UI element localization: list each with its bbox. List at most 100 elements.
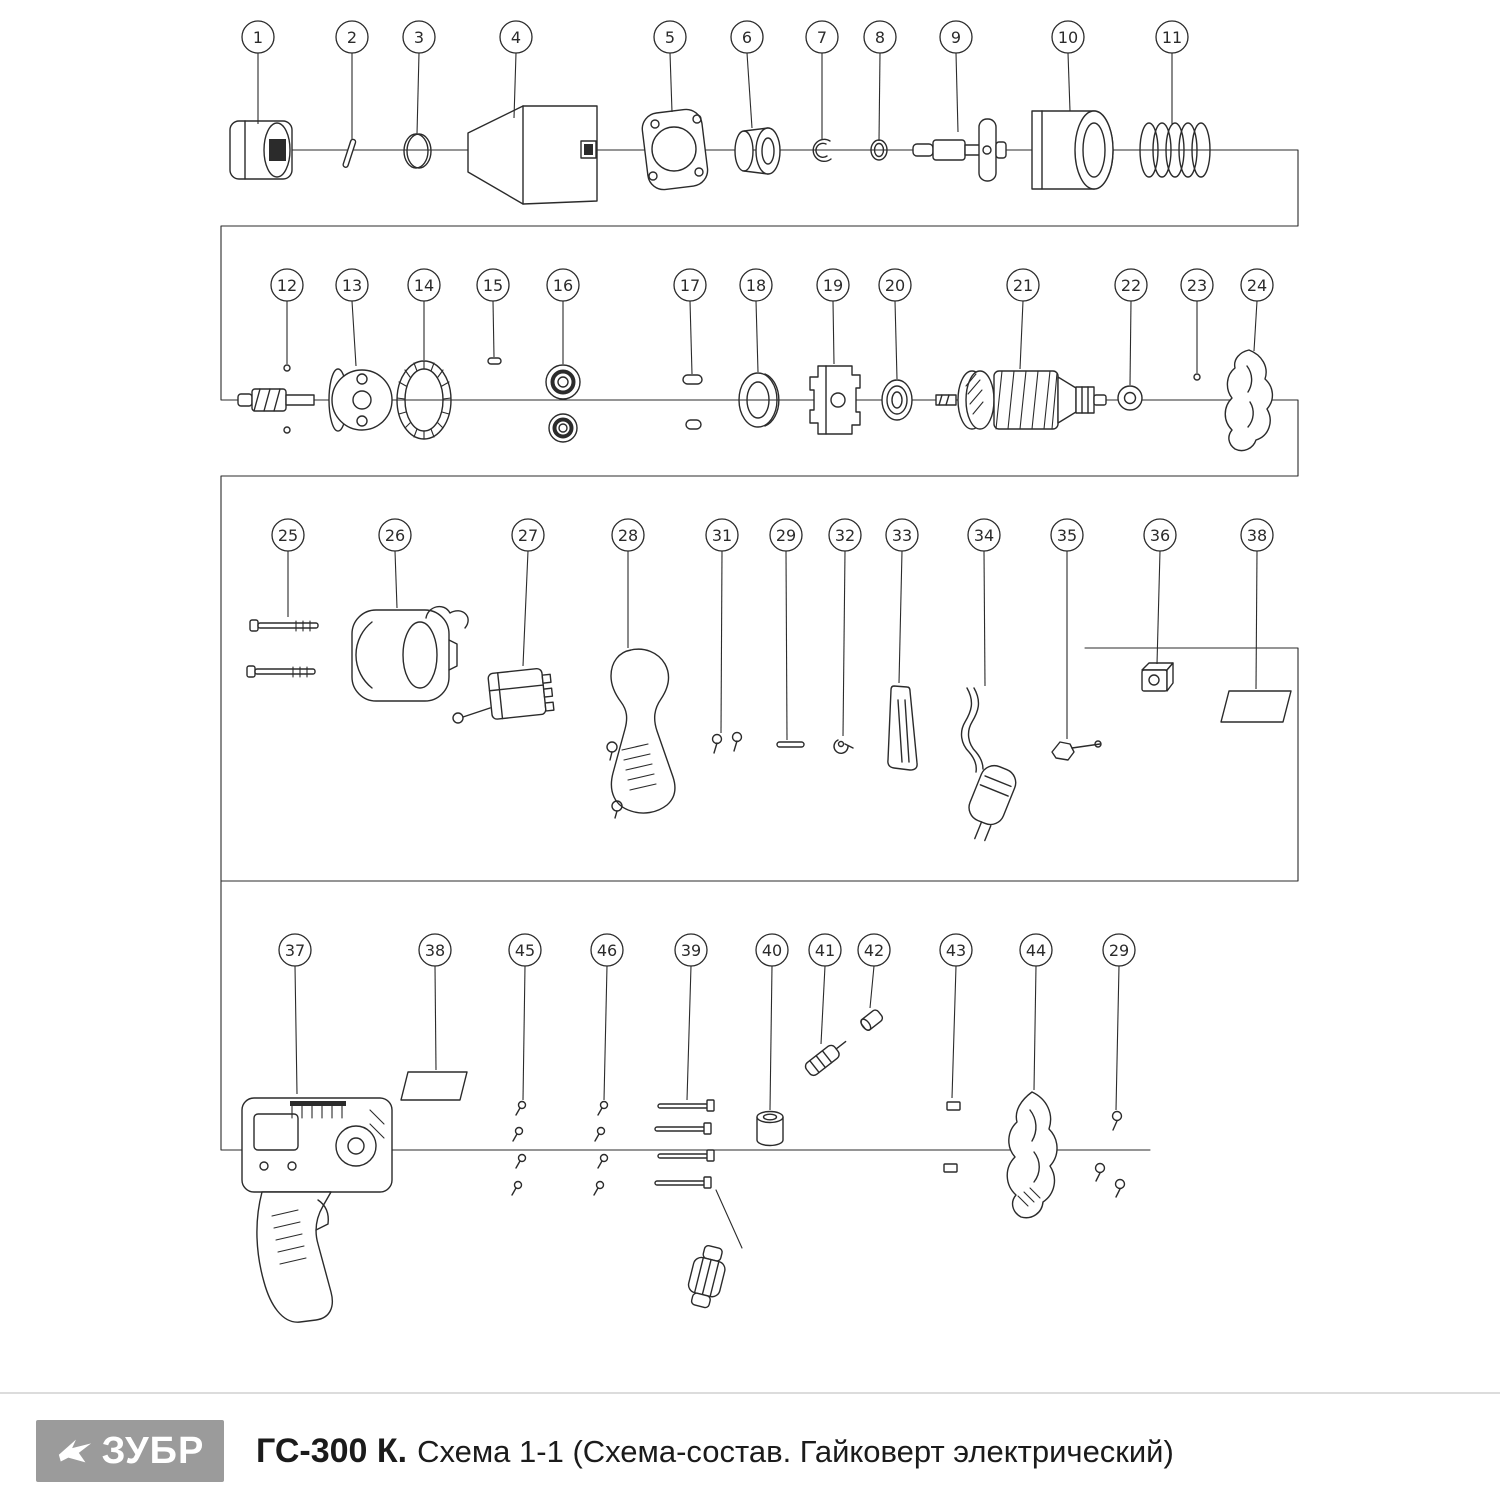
part-6-bushing (734, 127, 781, 175)
part-20-washer (881, 379, 913, 421)
callout-18: 18 (739, 268, 773, 373)
svg-text:40: 40 (762, 941, 782, 960)
svg-text:18: 18 (746, 276, 766, 295)
svg-text:2: 2 (347, 28, 357, 47)
svg-text:3: 3 (414, 28, 424, 47)
svg-text:12: 12 (277, 276, 297, 295)
diagram-description: Схема 1-1 (Схема-состав. Гайковерт элект… (417, 1433, 1174, 1469)
callout-21: 21 (1006, 268, 1040, 370)
part-12-shaft-and-pins (237, 364, 315, 434)
callout-5: 5 (653, 20, 687, 113)
svg-text:29: 29 (1109, 941, 1129, 960)
callout-13: 13 (335, 268, 369, 367)
part-10-hammer-case (1031, 110, 1114, 190)
part-29-pin (776, 741, 805, 748)
svg-text:27: 27 (518, 526, 538, 545)
callout-32: 32 (828, 518, 862, 737)
part-31-screws (711, 731, 743, 754)
part-36-brush-holder (1141, 662, 1174, 692)
callout-6: 6 (730, 20, 764, 129)
svg-text:35: 35 (1057, 526, 1077, 545)
callout-19: 19 (816, 268, 850, 365)
callout-25: 25 (271, 518, 305, 617)
callout-38: 38 (1240, 518, 1274, 690)
svg-text:16: 16 (553, 276, 573, 295)
callout-8: 8 (863, 20, 897, 142)
svg-text:31: 31 (712, 526, 732, 545)
part-32-clip (833, 739, 854, 754)
zubr-logo: ЗУБР (36, 1420, 224, 1482)
part-17-rollers (682, 374, 703, 430)
svg-text:13: 13 (342, 276, 362, 295)
callout-14: 14 (407, 268, 441, 360)
svg-text:24: 24 (1247, 276, 1267, 295)
part-43-plates (943, 1101, 961, 1173)
callout-28: 28 (611, 518, 645, 648)
callout-7: 7 (805, 20, 839, 139)
part-19-bearing-bracket (809, 365, 861, 435)
part-25-screws (246, 619, 319, 678)
part-27-switch (452, 667, 555, 724)
part-35-cord-clamp (1051, 740, 1102, 761)
svg-text:39: 39 (681, 941, 701, 960)
part-11-spring (1139, 122, 1211, 178)
callout-26: 26 (378, 518, 412, 609)
callout-2: 2 (335, 20, 369, 140)
callout-43: 43 (939, 933, 973, 1099)
svg-text:8: 8 (875, 28, 885, 47)
diagram-caption: ГС-300 К.Схема 1-1 (Схема-состав. Гайков… (256, 1432, 1174, 1471)
part-41-brush-assembly (804, 1040, 847, 1077)
svg-text:20: 20 (885, 276, 905, 295)
part-39-long-screws (654, 1099, 715, 1189)
svg-text:34: 34 (974, 526, 994, 545)
callout-46: 46 (590, 933, 624, 1101)
zubr-logo-icon (58, 1439, 91, 1463)
svg-text:46: 46 (597, 941, 617, 960)
svg-text:19: 19 (823, 276, 843, 295)
callout-29b: 29 (1102, 933, 1136, 1111)
part-5-gasket-plate (641, 108, 709, 191)
svg-text:29: 29 (776, 526, 796, 545)
svg-text:4: 4 (511, 28, 521, 47)
part-44-end-cover (1006, 1091, 1058, 1219)
part-adapter (687, 1244, 726, 1309)
callout-44: 44 (1019, 933, 1053, 1091)
callout-23: 23 (1180, 268, 1214, 373)
part-37-motor-housing (241, 1097, 393, 1323)
part-15-pin (487, 357, 502, 365)
part-28-handle-half (606, 648, 676, 819)
callout-15: 15 (476, 268, 510, 358)
callout-29: 29 (769, 518, 803, 741)
callout-4: 4 (499, 20, 533, 119)
svg-text:1: 1 (253, 28, 263, 47)
part-13-flange (328, 368, 393, 432)
callout-33: 33 (885, 518, 919, 684)
svg-text:14: 14 (414, 276, 434, 295)
part-9-spindle (912, 118, 1007, 182)
model-name: ГС-300 К. (256, 1431, 408, 1470)
callout-20: 20 (878, 268, 912, 380)
part-14-ring-gear (396, 360, 452, 440)
callout-40: 40 (755, 933, 789, 1111)
callout-45: 45 (508, 933, 542, 1101)
svg-text:36: 36 (1150, 526, 1170, 545)
callout-24: 24 (1240, 268, 1274, 352)
svg-text:6: 6 (742, 28, 752, 47)
svg-text:10: 10 (1058, 28, 1078, 47)
part-24-end-shield (1224, 349, 1274, 452)
svg-text:15: 15 (483, 276, 503, 295)
svg-text:38: 38 (425, 941, 445, 960)
exploded-diagram: 1 2 3 4 5 6 7 8 9 10 11 12 13 14 15 16 1… (220, 20, 1299, 1323)
svg-text:45: 45 (515, 941, 535, 960)
part-45-screws (511, 1100, 527, 1196)
callout-16: 16 (546, 268, 580, 364)
part-4-gear-case (467, 105, 598, 205)
callout-36: 36 (1143, 518, 1177, 665)
svg-text:43: 43 (946, 941, 966, 960)
part-1-socket (229, 120, 293, 180)
part-18-ring (738, 372, 780, 428)
part-21-rotor (935, 370, 1107, 430)
svg-text:42: 42 (864, 941, 884, 960)
callout-42: 42 (857, 933, 891, 1009)
callout-3: 3 (402, 20, 436, 135)
